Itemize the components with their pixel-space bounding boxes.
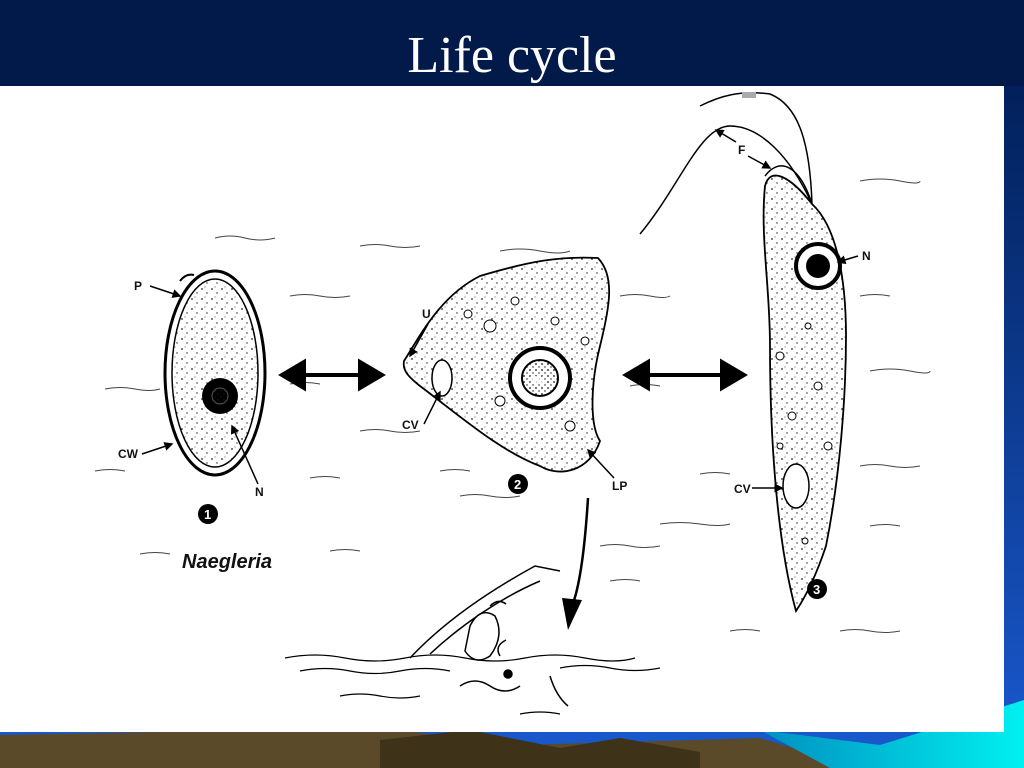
header-band: [0, 0, 1024, 90]
stage-2-number: 2: [514, 477, 521, 492]
stage-3-number: 3: [813, 582, 820, 597]
stage-1-cyst: [163, 269, 267, 477]
label-cv-stage-3: CV: [734, 482, 751, 496]
label-cw: CW: [118, 447, 139, 461]
label-p: P: [134, 279, 142, 293]
stage-2-trophozoite: [402, 256, 611, 473]
label-u: U: [422, 307, 431, 321]
arrow-stage-2-3: [622, 358, 748, 392]
human-swimmer: [409, 565, 569, 707]
label-n-stage-3: N: [862, 249, 871, 263]
stage-3-pointers: [714, 129, 859, 493]
ground-ridge: [380, 730, 700, 768]
stage-1-number: 1: [204, 507, 211, 522]
arrow-to-human: [562, 497, 590, 630]
label-cv-stage-2: CV: [402, 418, 419, 432]
stage-1-pointers: [141, 285, 259, 485]
label-f: F: [738, 143, 745, 157]
stage-2-pointers: [409, 323, 615, 479]
diagram-canvas: P CW N 1 Naegleria: [94, 91, 931, 715]
label-nu: NU: [530, 375, 544, 386]
label-lp: LP: [612, 479, 627, 493]
cyan-wave: [760, 700, 1024, 768]
slide-title: Life cycle: [407, 27, 617, 84]
stage-1-badge: [198, 504, 218, 524]
organism-name: Naegleria: [182, 551, 272, 573]
stage-2-badge: [508, 474, 528, 494]
water-ripples: [94, 178, 931, 633]
arrow-stage-1-2: [278, 358, 386, 392]
life-cycle-diagram: P CW N 1 Naegleria: [0, 86, 1004, 732]
water-surface: [284, 654, 661, 715]
stage-3-badge: [807, 579, 827, 599]
stage-3-flagellate: [639, 91, 847, 614]
label-n-stage-1: N: [255, 485, 264, 499]
